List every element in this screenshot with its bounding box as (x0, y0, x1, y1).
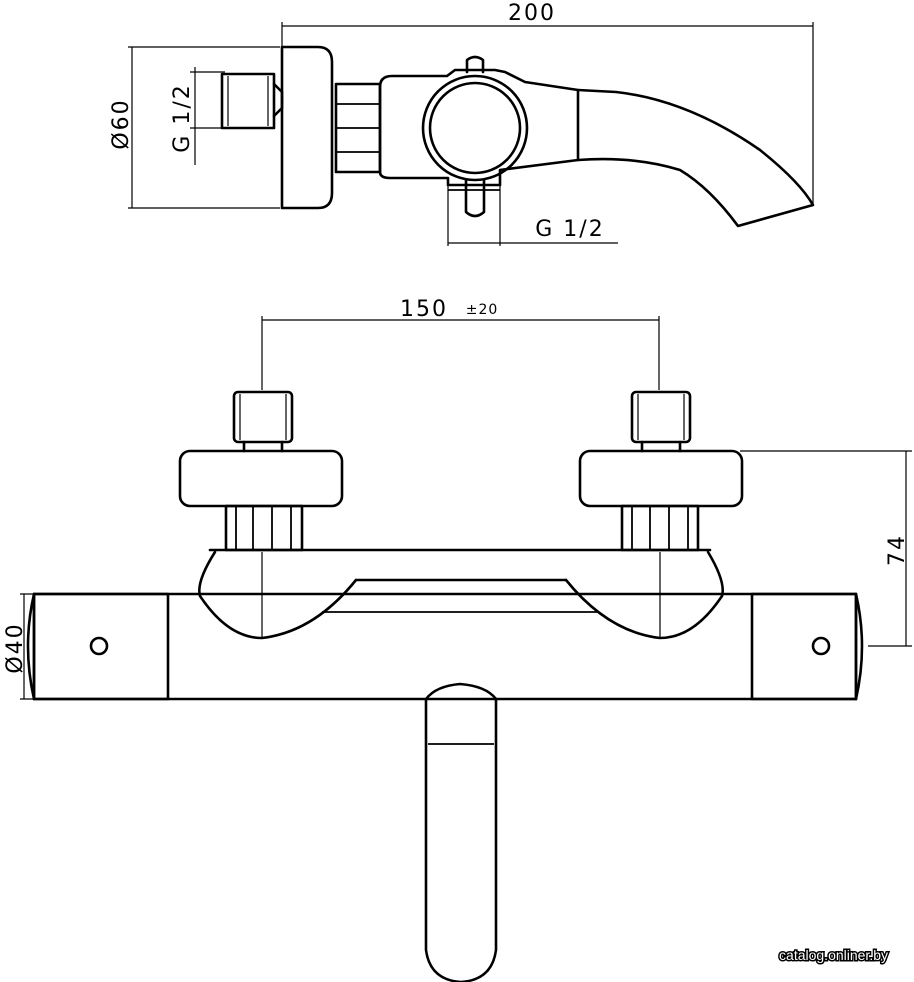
spout-front (424, 682, 498, 982)
body-diameter-front-label: Ø40 (3, 622, 28, 673)
mixer-body-front (26, 592, 864, 701)
dimension-outlet-thread: G 1/2 (447, 185, 618, 246)
mixer-bridge (198, 548, 724, 640)
inlet-spacing-label: 150 (400, 297, 448, 322)
control-knob-top (421, 55, 529, 182)
top-view: 200 Ø60 G 1/2 (109, 1, 815, 246)
spout-top (576, 88, 815, 228)
dimension-inlet-thread: G 1/2 (170, 67, 225, 165)
inlet-thread-label: G 1/2 (170, 83, 195, 152)
diverter-stem (448, 178, 500, 218)
overall-length-label: 200 (508, 1, 556, 26)
wall-offset-label: 74 (885, 534, 910, 566)
watermark-text: catalog.onliner.by (779, 947, 888, 963)
inlet-nipple (220, 72, 284, 130)
connector-nut-top (334, 82, 382, 174)
inlet-spacing-tolerance: ±20 (466, 302, 499, 318)
outlet-thread-label: G 1/2 (535, 217, 604, 242)
left-handle-screw (89, 636, 109, 656)
dimension-overall-length: 200 (281, 1, 814, 205)
left-inlet-assembly (178, 390, 344, 552)
right-inlet-assembly (578, 390, 744, 552)
dimension-wall-offset: 74 (740, 450, 912, 647)
dimension-body-diameter-top: Ø60 (109, 46, 280, 209)
right-handle-screw (811, 636, 831, 656)
dimension-inlet-spacing: 150 ±20 (261, 297, 660, 390)
body-diameter-top-label: Ø60 (109, 98, 134, 149)
wall-flange (280, 45, 334, 210)
front-view: 150 ±20 74 Ø40 (3, 297, 912, 982)
mixer-body-top (378, 68, 580, 187)
